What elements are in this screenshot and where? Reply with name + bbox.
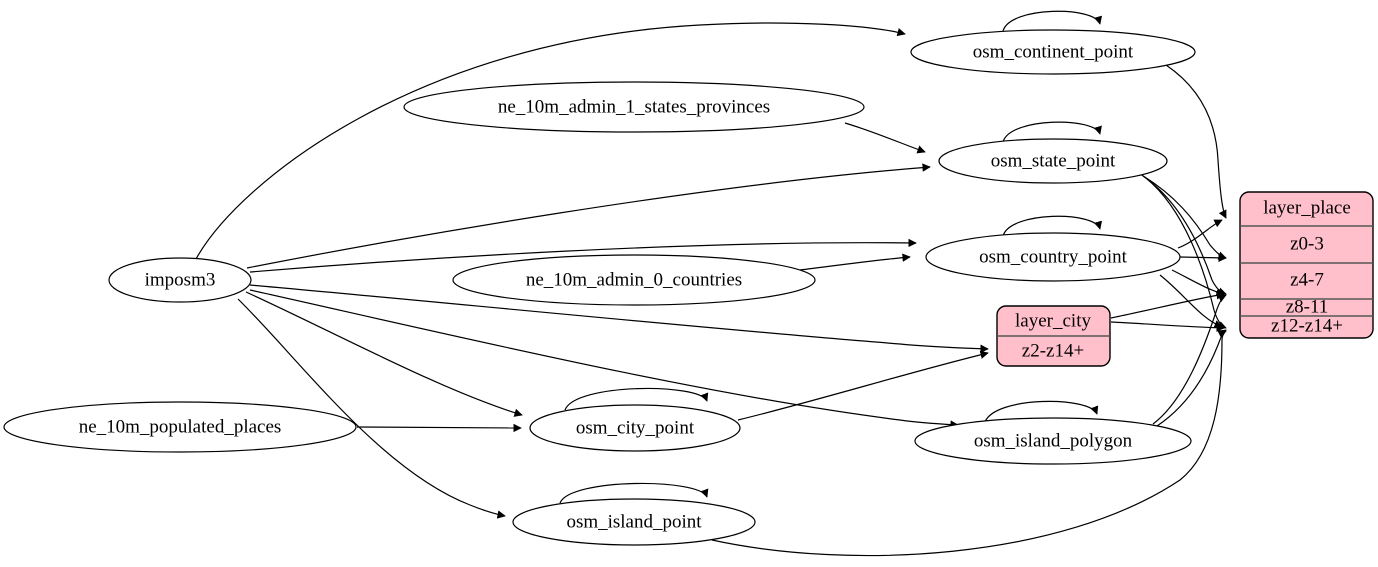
edge-layer_city-to-layer_place-z12-z14 xyxy=(1110,321,1225,332)
edge-imposm3-to-layer_city xyxy=(249,284,989,353)
node-label-ne_10m_admin_0_countries: ne_10m_admin_0_countries xyxy=(526,269,742,290)
edge-layer xyxy=(195,10,1227,557)
node-label-ne_10m_admin_1_states_provinces: ne_10m_admin_1_states_provinces xyxy=(498,96,770,117)
edge-osm_country_point-to-layer_place-z4-7 xyxy=(1179,253,1227,263)
node-label-osm_country_point: osm_country_point xyxy=(979,246,1127,267)
node-label-imposm3: imposm3 xyxy=(145,269,216,290)
node-label-osm_continent_point: osm_continent_point xyxy=(973,41,1134,62)
edge-imposm3-to-osm_city_point xyxy=(245,291,523,417)
node-osm_city_point[interactable]: osm_city_point xyxy=(529,404,741,452)
edge-osm_continent_point-to-layer_place-z0-3 xyxy=(1165,64,1227,219)
edge-imposm3-to-osm_state_point xyxy=(246,163,931,269)
edge-osm_country_point-to-layer_place-z0-3 xyxy=(1177,219,1223,249)
record-row-layer_place-title: layer_place xyxy=(1263,197,1351,218)
node-label-ne_10m_populated_places: ne_10m_populated_places xyxy=(79,416,282,437)
edge-osm_island_polygon-to-layer_place-z8-11 xyxy=(1152,294,1227,425)
record-row-layer_place-z4-7[interactable]: z4-7 xyxy=(1290,269,1324,290)
node-ne_10m_admin_0_countries[interactable]: ne_10m_admin_0_countries xyxy=(452,254,816,306)
edge-imposm3-to-osm_continent_point xyxy=(195,22,906,260)
record-row-layer_city-title: layer_city xyxy=(1015,310,1091,331)
edge-ne_10m_populated_places-to-osm_city_point xyxy=(356,423,522,433)
edge-imposm3-to-osm_country_point xyxy=(249,238,917,273)
node-osm_country_point[interactable]: osm_country_point xyxy=(925,232,1181,282)
record-node-layer_city[interactable]: layer_city z2-z14+ xyxy=(996,305,1111,367)
node-label-osm_island_point: osm_island_point xyxy=(566,511,702,532)
node-osm_continent_point[interactable]: osm_continent_point xyxy=(910,29,1196,75)
edge-osm_country_point-to-layer_place-z12-z14 xyxy=(1159,274,1223,329)
edge-layer_city-to-layer_place-z8-11 xyxy=(1110,291,1225,319)
node-layer: imposm3 ne_10m_populated_places ne_10m_a… xyxy=(3,29,1196,546)
record-row-layer_place-z12-z14[interactable]: z12-z14+ xyxy=(1271,315,1343,336)
edge-imposm3-to-osm_island_polygon xyxy=(249,289,959,429)
node-ne_10m_admin_1_states_provinces[interactable]: ne_10m_admin_1_states_provinces xyxy=(403,81,865,133)
edge-imposm3-to-osm_island_point xyxy=(237,298,506,519)
node-imposm3[interactable]: imposm3 xyxy=(108,257,252,303)
edge-osm_island_point-to-layer_place-z12-z14 xyxy=(711,330,1227,557)
node-label-osm_city_point: osm_city_point xyxy=(576,417,695,438)
record-node-layer_place[interactable]: layer_place z0-3 z4-7 z8-11 z12-z14+ xyxy=(1239,191,1374,339)
record-node-layer: layer_place z0-3 z4-7 z8-11 z12-z14+ lay… xyxy=(996,191,1374,367)
node-osm_state_point[interactable]: osm_state_point xyxy=(938,138,1168,184)
node-ne_10m_populated_places[interactable]: ne_10m_populated_places xyxy=(3,401,357,453)
record-row-layer_place-z8-11[interactable]: z8-11 xyxy=(1286,296,1329,317)
selfloop-osm_city_point xyxy=(564,387,709,411)
edge-ne_10m_admin_0_countries-to-osm_country_point xyxy=(799,253,911,271)
selfloop-osm_state_point xyxy=(1002,121,1102,143)
node-label-osm_state_point: osm_state_point xyxy=(991,150,1116,171)
node-label-osm_island_polygon: osm_island_polygon xyxy=(974,430,1133,451)
selfloop-osm_island_polygon xyxy=(984,400,1099,423)
edge-osm_city_point-to-layer_city xyxy=(737,350,989,421)
node-osm_island_polygon[interactable]: osm_island_polygon xyxy=(914,417,1192,465)
selfloop-osm_country_point xyxy=(1002,215,1102,237)
edge-osm_country_point-to-layer_place-z8-11 xyxy=(1171,269,1225,297)
selfloop-osm_continent_point xyxy=(1002,10,1102,32)
selfloop-osm_island_point xyxy=(559,482,709,504)
node-osm_island_point[interactable]: osm_island_point xyxy=(512,498,756,546)
record-row-layer_place-z0-3[interactable]: z0-3 xyxy=(1290,233,1324,254)
edge-ne_10m_admin_1_states_provinces-to-osm_state_point xyxy=(844,122,926,154)
record-row-layer_city-z2-z14[interactable]: z2-z14+ xyxy=(1022,340,1084,361)
